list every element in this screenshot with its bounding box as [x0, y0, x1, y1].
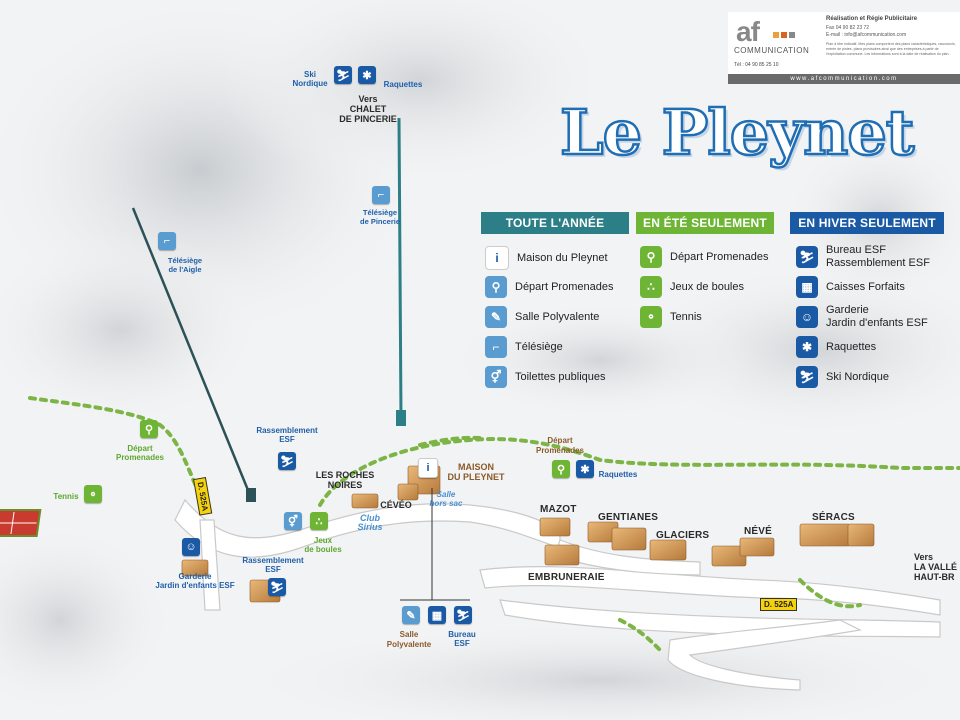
skier-icon[interactable]: ⛷ [268, 578, 286, 596]
label-rassemblement-esf-top: Rassemblement ESF [256, 426, 318, 444]
tennis-icon: ⚬ [640, 306, 662, 328]
boules-icon[interactable]: ∴ [310, 512, 328, 530]
map-title: Le Pleynet [559, 95, 916, 171]
sponsor-email[interactable]: E-mail : info@afcommunication.com [826, 32, 907, 38]
info-icon: i [485, 246, 509, 270]
pencil-icon[interactable]: ✎ [402, 606, 420, 624]
toilets-icon: ⚥ [485, 366, 507, 388]
label-ski-nordique: Ski Nordique [292, 70, 328, 88]
label-ceveo: CÉVÉO [380, 500, 412, 510]
sponsor-logo: af [736, 16, 760, 47]
legend-header-summer: EN ÉTÉ SEULEMENT [636, 212, 774, 234]
label-telesiege-pincerie: Télésiège de Pincerie [359, 208, 401, 226]
nordic-ski-icon: ⛷ [796, 366, 818, 388]
legend-item-raquettes: ✱ Raquettes [796, 336, 876, 358]
label-maison-du-pleynet: MAISON DU PLEYNET [447, 462, 505, 482]
sponsor-website[interactable]: www.afcommunication.com [728, 74, 960, 84]
legend-item-summer-promenades: ⚲ Départ Promenades [640, 246, 768, 268]
label-depart-promenades-left: Départ Promenades [115, 444, 165, 462]
hikers-icon: ⚲ [640, 246, 662, 268]
sponsor-disclaimer: Plan à titre indicatif. Mes plans compor… [826, 42, 956, 56]
legend-item-caisses-forfaits: ▦ Caisses Forfaits [796, 276, 905, 298]
skier-icon: ⛷ [796, 246, 818, 268]
label-embruneraie: EMBRUNERAIE [528, 572, 605, 583]
label-vers-chalet: Vers CHALET DE PINCERIE [339, 94, 397, 124]
label-depart-promenades-center: Départ Promenades [535, 436, 585, 455]
label-tennis: Tennis [53, 492, 79, 501]
legend-item-telesiege: ⌐ Télésiège [485, 336, 563, 358]
sponsor-fax: Fax 04 90 82 23 72 [826, 25, 870, 31]
label-vers-vallee: Vers LA VALLÉ HAUT-BR [914, 552, 957, 582]
skier-icon[interactable]: ⛷ [278, 452, 296, 470]
tennis-court [0, 509, 42, 537]
label-salle-hors-sac: Salle hors sac [429, 490, 463, 508]
logo-dots [773, 32, 795, 38]
chairlift-icon[interactable]: ⌐ [372, 186, 390, 204]
legend-item-tennis: ⚬ Tennis [640, 306, 702, 328]
label-les-roches-noires: LES ROCHES NOIRES [315, 470, 375, 490]
tennis-icon[interactable]: ⚬ [84, 485, 102, 503]
pencil-icon: ✎ [485, 306, 507, 328]
calculator-icon: ▦ [796, 276, 818, 298]
legend-item-bureau-esf: ⛷ Bureau ESF Rassemblement ESF [796, 244, 930, 270]
label-club-sirius: Club Sirius [357, 513, 383, 532]
toilets-icon[interactable]: ⚥ [284, 512, 302, 530]
snowshoe-icon[interactable]: ✱ [358, 66, 376, 84]
label-rassemblement-esf-bottom: Rassemblement ESF [242, 556, 304, 574]
info-icon[interactable]: i [418, 458, 438, 478]
snowshoe-icon[interactable]: ✱ [576, 460, 594, 478]
sponsor-tagline: Réalisation et Régie Publicitaire [826, 16, 918, 22]
label-salle-polyvalente: Salle Polyvalente [386, 630, 432, 649]
label-glaciers: GLACIERS [656, 530, 710, 541]
legend-item-maison: i Maison du Pleynet [485, 246, 608, 270]
legend-item-toilettes: ⚥ Toilettes publiques [485, 366, 606, 388]
legend-header-all-year: TOUTE L'ANNÉE [481, 212, 629, 234]
sponsor-header: af COMMUNICATION Tél : 04 90 85 25 10 Ré… [728, 12, 960, 84]
sponsor-phone: Tél : 04 90 85 25 10 [734, 62, 779, 68]
legend-item-jeux-de-boules: ∴ Jeux de boules [640, 276, 744, 298]
label-neve: NÉVÉ [744, 526, 773, 537]
hikers-icon: ⚲ [485, 276, 507, 298]
road-sign-d525a-right: D. 525A [760, 598, 798, 611]
skier-icon[interactable]: ⛷ [454, 606, 472, 624]
label-raquettes-center: Raquettes [598, 470, 638, 479]
hikers-icon[interactable]: ⚲ [140, 420, 158, 438]
legend-item-depart-promenades: ⚲ Départ Promenades [485, 276, 613, 298]
label-jeux-de-boules: Jeux de boules [304, 536, 342, 554]
nordic-ski-icon[interactable]: ⛷ [334, 66, 352, 84]
legend-item-garderie: ☺ Garderie Jardin d'enfants ESF [796, 304, 928, 330]
hikers-icon[interactable]: ⚲ [552, 460, 570, 478]
baby-icon: ☺ [796, 306, 818, 328]
legend-header-winter: EN HIVER SEULEMENT [790, 212, 944, 234]
calculator-icon[interactable]: ▦ [428, 606, 446, 624]
label-telesiege-aigle: Télésiège de l'Aigle [167, 256, 203, 274]
label-raquettes-top: Raquettes [383, 80, 423, 89]
label-mazot: MAZOT [540, 504, 577, 515]
sponsor-company: COMMUNICATION [734, 46, 810, 55]
legend-item-ski-nordique: ⛷ Ski Nordique [796, 366, 889, 388]
snowshoe-icon: ✱ [796, 336, 818, 358]
label-garderie: Garderie Jardin d'enfants ESF [155, 572, 235, 590]
baby-icon[interactable]: ☺ [182, 538, 200, 556]
boules-icon: ∴ [640, 276, 662, 298]
legend-item-salle-polyvalente: ✎ Salle Polyvalente [485, 306, 599, 328]
label-seracs: SÉRACS [812, 512, 855, 523]
label-gentianes: GENTIANES [598, 512, 659, 523]
chairlift-icon[interactable]: ⌐ [158, 232, 176, 250]
chairlift-icon: ⌐ [485, 336, 507, 358]
label-bureau-esf: Bureau ESF [448, 630, 476, 648]
